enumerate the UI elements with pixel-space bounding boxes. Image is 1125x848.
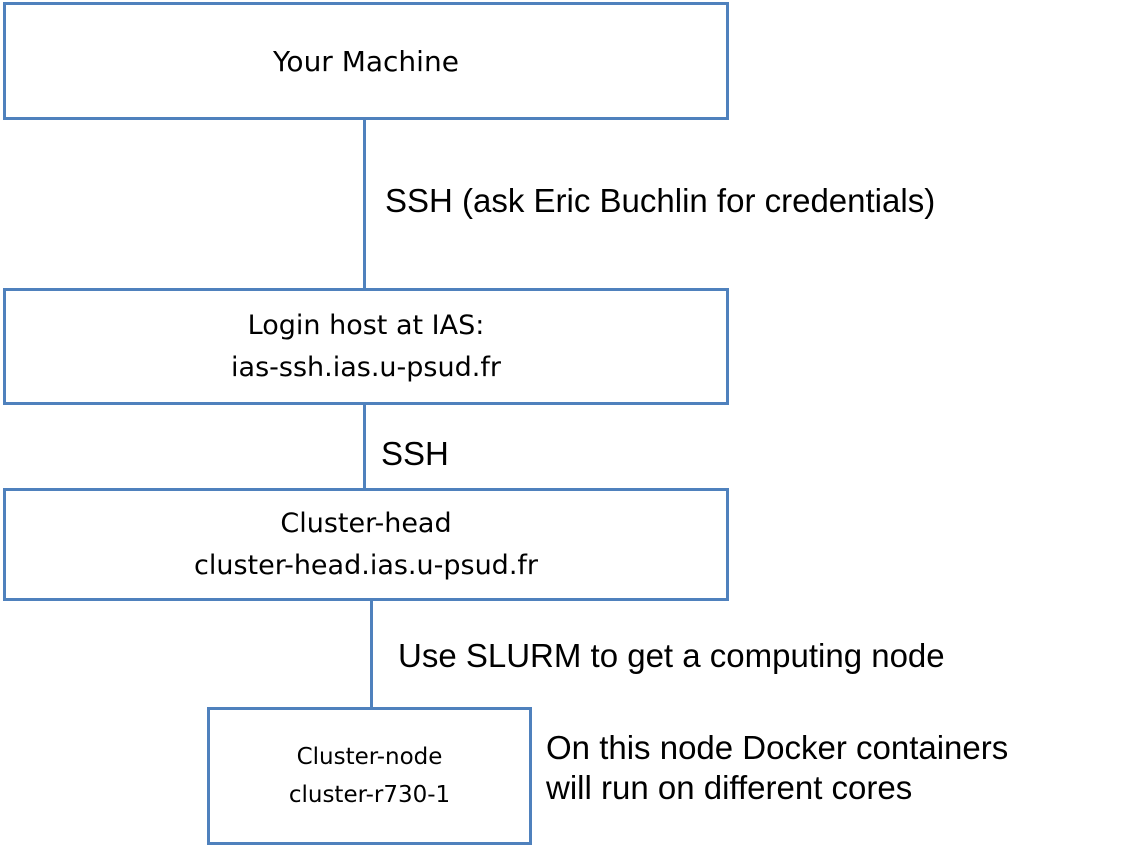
connector-head-node xyxy=(370,588,373,707)
edge-label-ssh-credentials: SSH (ask Eric Buchlin for credentials) xyxy=(385,182,936,219)
node-login-host-title: Login host at IAS: xyxy=(247,309,485,341)
docker-note-line-1: On this node Docker containers xyxy=(546,729,1009,766)
edge-label-ssh: SSH xyxy=(381,435,449,472)
node-cluster-head: Cluster-head cluster-head.ias.u-psud.fr xyxy=(3,488,729,601)
node-login-host: Login host at IAS: ias-ssh.ias.u-psud.fr xyxy=(3,288,729,405)
node-cluster-head-title: Cluster-head xyxy=(280,507,452,539)
node-cluster-node-title: Cluster-node xyxy=(296,744,443,770)
docker-note: On this node Docker containers will run … xyxy=(546,728,1008,808)
connector-machine-login xyxy=(363,120,366,288)
docker-note-line-2: will run on different cores xyxy=(546,769,913,806)
edge-label-slurm: Use SLURM to get a computing node xyxy=(398,637,945,674)
node-cluster-head-address: cluster-head.ias.u-psud.fr xyxy=(193,549,539,581)
connector-login-head xyxy=(363,405,366,488)
node-cluster-node: Cluster-node cluster-r730-1 xyxy=(207,707,532,845)
node-cluster-node-address: cluster-r730-1 xyxy=(288,782,451,808)
node-your-machine-title: Your Machine xyxy=(273,44,459,78)
node-your-machine: Your Machine xyxy=(3,2,729,120)
node-login-host-address: ias-ssh.ias.u-psud.fr xyxy=(231,351,501,383)
